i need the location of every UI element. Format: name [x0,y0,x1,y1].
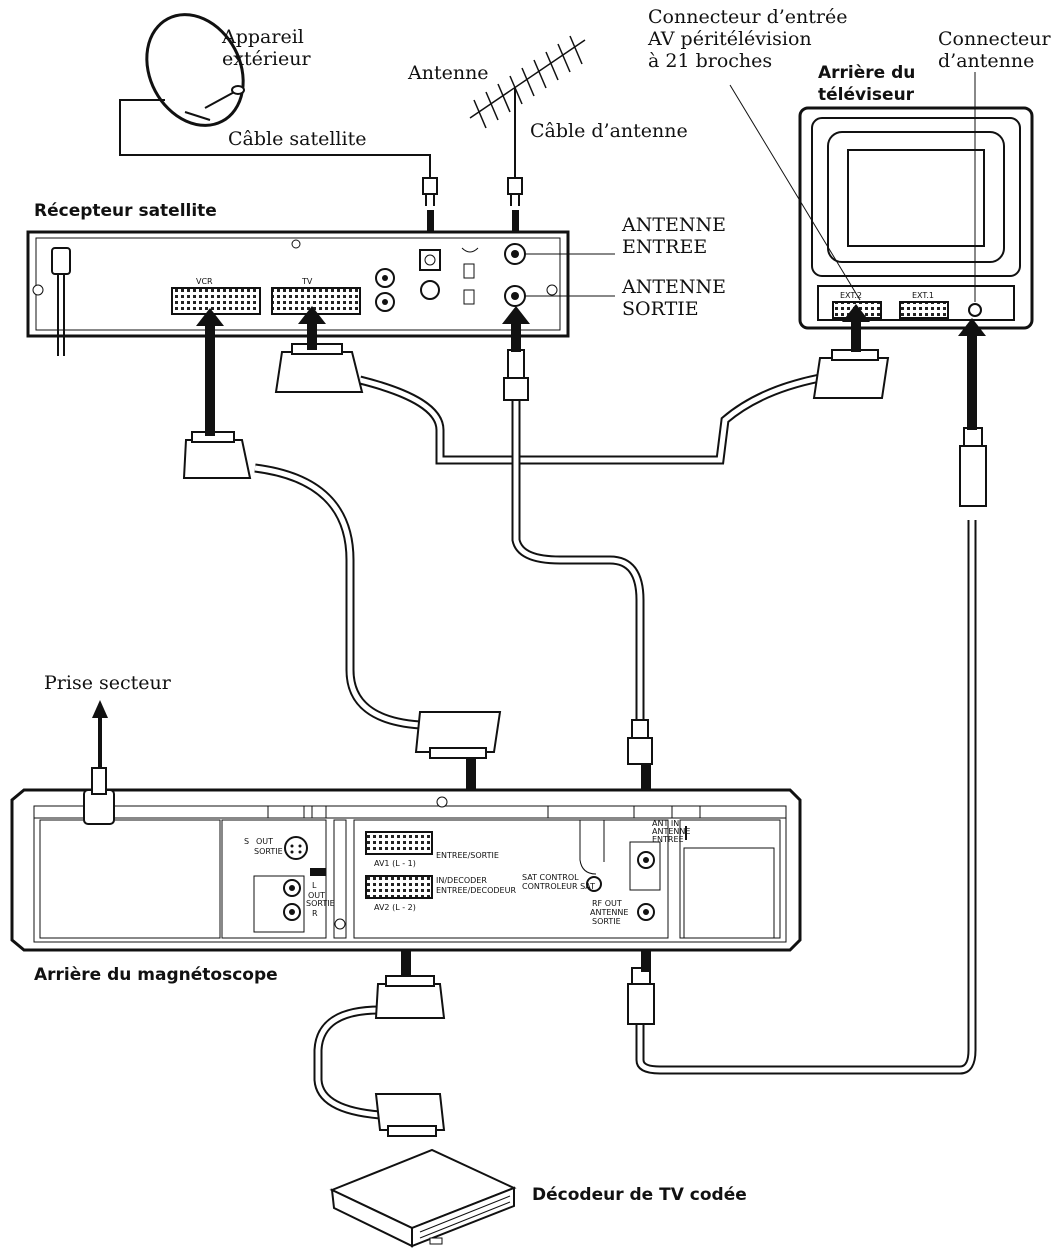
tv-rear-label: Arrière du téléviseur [818,63,916,105]
tv-rear-panel [798,106,1034,330]
vcr-av2-desc: ENTREE/DECODEUR [436,886,516,895]
yagi-antenna-icon [469,35,586,178]
satellite-receiver-label: Récepteur satellite [34,201,217,221]
vcr-rear-label: Arrière du magnétoscope [34,965,278,985]
satellite-receiver-panel [26,230,570,356]
vcr-ant-in: ANT IN [652,819,679,828]
vcr-s-label: S [244,837,249,846]
vcr-ant-entree: ENTREE [652,835,684,844]
antenna-connector-label: Connecteur d’antenne [938,28,1051,72]
vcr-av2-label: AV2 (L - 2) [374,903,416,912]
decoder-label: Décodeur de TV codée [532,1185,747,1205]
vcr-audio-out-label: OUT [308,891,325,900]
vcr-audio-sortie-label: SORTIE [306,899,335,908]
scart-cable-tv [358,373,821,465]
vcr-audio-r-label: R [312,909,318,918]
decoder-box-icon [329,1148,517,1248]
vcr-rf-out: RF OUT [592,899,622,908]
satellite-dish-icon [145,13,245,127]
receiver-tv-label: TV [301,277,313,286]
rf-plug-icon [503,349,987,1025]
vcr-rear-panel [10,767,802,952]
vcr-sat-control-fr: CONTROLEUR SAT [522,882,595,891]
vcr-rf-sortie: SORTIE [592,917,621,926]
antenna-out-label: ANTENNE SORTIE [622,276,727,320]
satellite-cable-label: Câble satellite [228,128,367,150]
receiver-vcr-label: VCR [196,277,213,286]
vcr-out-label: OUT [256,837,273,846]
vcr-audio-l-label: L [312,881,317,890]
tv-ext1-label: EXT.1 [912,291,934,300]
antenna-in-label: ANTENNE ENTREE [622,214,727,258]
vcr-av2-name: IN/DECODER [436,876,487,885]
vcr-sortie-label: SORTIE [254,847,283,856]
antenna-cable-label: Câble d’antenne [530,120,688,142]
mains-outlet-label: Prise secteur [44,672,171,694]
vcr-sat-control: SAT CONTROL [522,873,579,882]
scart-plug-icon [182,343,890,1137]
satellite-cable [119,99,431,178]
scart-connector-label: Connecteur d’entrée AV péritélévision à … [648,6,848,72]
vcr-rf-antenne: ANTENNE [590,908,628,917]
plug-connector-icon [422,177,523,206]
vcr-ant-antenne: ANTENNE [652,827,690,836]
vcr-av1-desc: ENTREE/SORTIE [436,851,499,860]
outdoor-unit-label: Appareil extérieur [222,26,311,70]
antenna-label: Antenne [408,62,489,84]
vcr-av1-label: AV1 (L - 1) [374,859,416,868]
tv-ext2-label: EXT.2 [840,291,862,300]
